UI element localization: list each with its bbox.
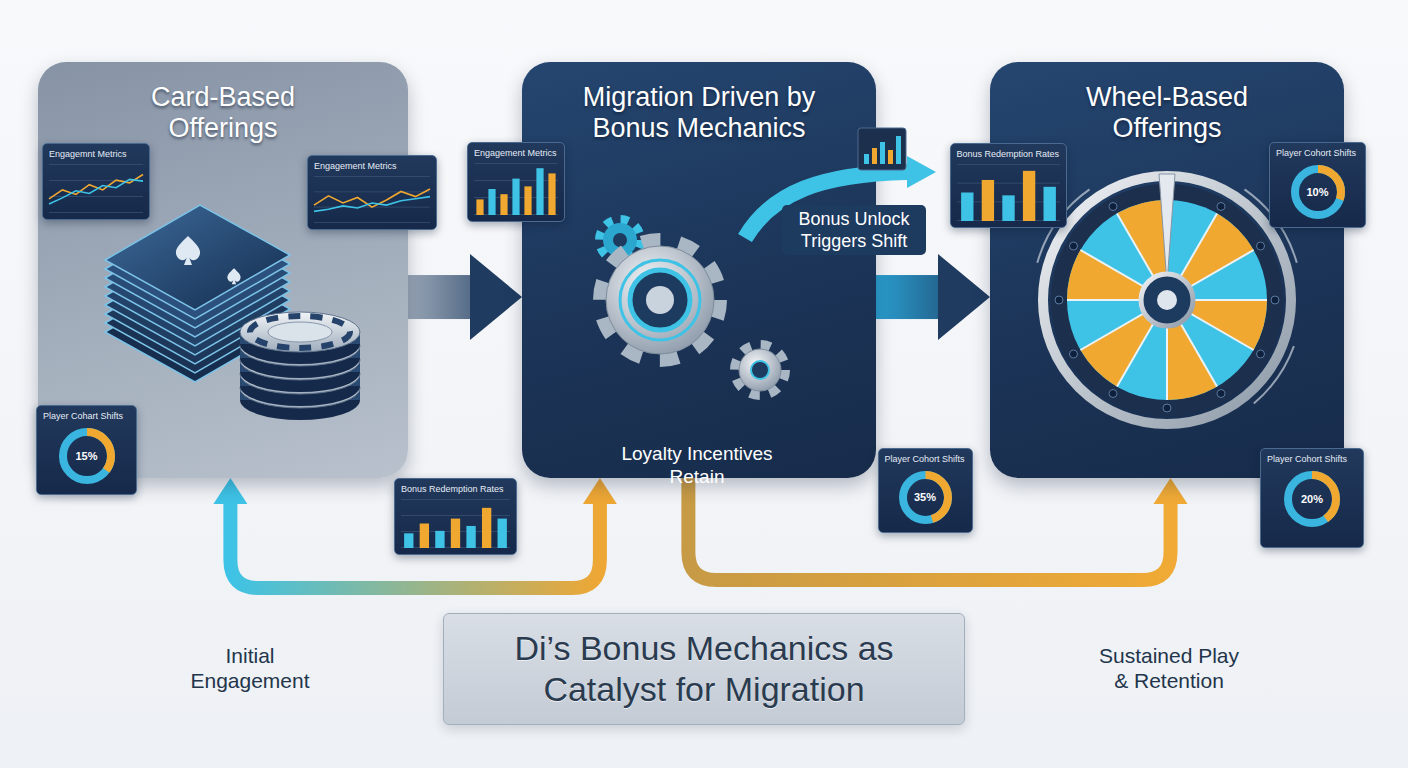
card-heading: Player Cohart Shifts — [43, 411, 123, 422]
arrow-head — [583, 478, 617, 504]
arrow-label: Loyalty Incentives Retain — [602, 442, 792, 488]
chart-line — [49, 175, 143, 199]
arrow-head — [938, 254, 990, 340]
card-heading: Player Cohort Shifts — [1267, 454, 1347, 465]
metric-card: Bonus Redemption Rates — [950, 143, 1067, 228]
label-anchor: Bonus Unlock Triggers Shift — [782, 205, 926, 255]
chart-bar — [498, 519, 507, 548]
panel-title: Wheel-Based Offerings — [1047, 82, 1287, 144]
card-heading: Bonus Redemption Rates — [957, 149, 1060, 160]
arrow-label: Bonus Unlock Triggers Shift — [782, 205, 926, 255]
label-anchor: Loyalty Incentives Retain — [602, 442, 792, 488]
mini-chart — [49, 164, 143, 213]
mini-chart — [957, 164, 1060, 221]
label-anchor: Initial Engagement — [175, 643, 325, 693]
card-heading: Engagement Metrics — [314, 161, 397, 172]
card-heading: Player Cohort Shifts — [1276, 148, 1356, 159]
flow-note: Initial Engagement — [175, 643, 325, 693]
metric-card: Engagement Metrics — [467, 142, 565, 222]
chart-bar — [1022, 171, 1034, 221]
percent-value: 35% — [879, 469, 972, 526]
chart-bar — [1002, 195, 1014, 221]
grid-line — [474, 163, 558, 164]
percent-value: 15% — [37, 426, 136, 486]
chart-bar — [500, 194, 507, 215]
chart-bar — [451, 519, 460, 548]
chart-bar — [435, 531, 444, 548]
cohort-card: Player Cohort Shifts 35% — [878, 448, 973, 533]
chart-bar — [482, 508, 491, 548]
mini-chart — [474, 163, 558, 215]
chart-line — [49, 179, 143, 204]
loop-arrow — [213, 478, 617, 588]
chart-bar — [961, 193, 973, 222]
caption-text: Di’s Bonus Mechanics as Catalyst for Mig… — [444, 628, 964, 710]
card-heading: Engagement Metrics — [474, 148, 557, 159]
mini-chart — [401, 499, 510, 548]
flow-arrow — [876, 254, 990, 340]
chart-bar — [524, 186, 531, 215]
arrow-head — [213, 478, 247, 504]
panel-title: Migration Driven by Bonus Mechanics — [554, 82, 844, 144]
mini-chart — [314, 176, 430, 223]
arrow-head — [470, 254, 522, 340]
grid-line — [49, 212, 143, 213]
metric-card: Bonus Redemption Rates — [394, 478, 517, 555]
chart-bar — [981, 180, 993, 221]
grid-line — [957, 164, 1060, 165]
card-heading: Bonus Redemption Rates — [401, 484, 504, 495]
flow-note: Sustained Play & Retention — [1094, 643, 1244, 693]
arrow-body — [408, 275, 470, 319]
grid-line — [957, 183, 1060, 184]
chart-bar — [466, 526, 475, 548]
chart-line — [314, 189, 430, 207]
chart-bar — [548, 173, 555, 215]
arrow-body — [876, 275, 938, 319]
flow-arrow — [408, 254, 522, 340]
chart-bar — [476, 199, 483, 215]
card-heading: Player Cohort Shifts — [885, 454, 965, 465]
category-panel: Migration Driven by Bonus Mechanics — [522, 62, 876, 478]
label-anchor: Sustained Play & Retention — [1094, 643, 1244, 693]
grid-line — [401, 515, 510, 516]
arrow-head — [1154, 478, 1188, 504]
cohort-card: Player Cohart Shifts 15% — [36, 405, 137, 495]
category-panel: Wheel-Based Offerings — [990, 62, 1344, 478]
chart-line — [314, 197, 430, 212]
chart-bar — [420, 524, 429, 549]
cohort-card: Player Cohort Shifts 20% — [1260, 448, 1364, 548]
grid-line — [314, 176, 430, 177]
grid-line — [49, 164, 143, 165]
chart-bar — [1043, 187, 1055, 221]
chart-bar — [404, 533, 413, 548]
card-heading: Engagemnt Metrics — [49, 149, 127, 160]
panel-title: Card-Based Offerings — [103, 82, 343, 144]
chart-bar — [512, 179, 519, 215]
percent-value: 20% — [1261, 469, 1363, 529]
grid-line — [314, 222, 430, 223]
metric-card: Engagement Metrics — [307, 155, 437, 230]
chart-bar — [536, 168, 543, 215]
grid-line — [401, 499, 510, 500]
grid-line — [314, 191, 430, 192]
caption-box: Di’s Bonus Mechanics as Catalyst for Mig… — [443, 613, 965, 725]
percent-value: 10% — [1270, 163, 1365, 221]
chart-bar — [488, 189, 495, 215]
cohort-card: Player Cohort Shifts 10% — [1269, 142, 1366, 228]
metric-card: Engagemnt Metrics — [42, 143, 150, 220]
